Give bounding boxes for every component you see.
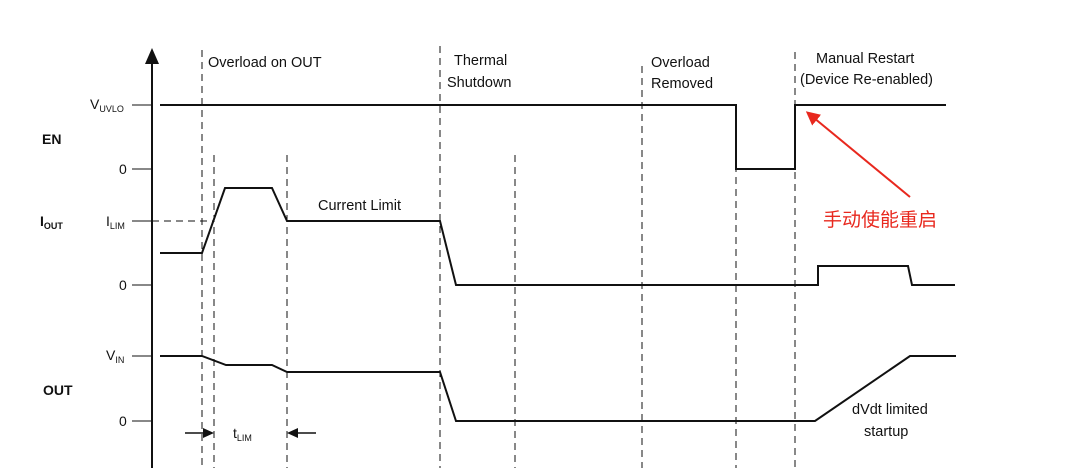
event-label-removed-1: Overload <box>651 55 710 71</box>
level-label-vuvlo: VUVLO <box>90 96 124 114</box>
tlim-right-arrow <box>287 428 316 438</box>
signal-label-out: OUT <box>43 382 73 398</box>
event-label-thermal-2: Shutdown <box>447 75 512 91</box>
level-label-iout-zero: 0 <box>119 277 127 293</box>
signal-label-en: EN <box>42 131 61 147</box>
event-label-removed-2: Removed <box>651 76 713 92</box>
event-label-thermal-1: Thermal <box>454 53 507 69</box>
iout-waveform <box>160 187 955 286</box>
annotation-dvdt-1: dVdt limited <box>852 402 928 418</box>
level-label-ilim: ILIM <box>106 213 125 231</box>
annotation-tlim: tLIM <box>233 425 252 443</box>
annotation-dvdt-2: startup <box>864 424 908 440</box>
annotation-manual-restart-cn: 手动使能重启 <box>823 209 937 231</box>
event-label-restart-1: Manual Restart <box>816 51 914 67</box>
event-label-overload: Overload on OUT <box>208 55 322 71</box>
tlim-left-arrow <box>185 428 214 438</box>
callout-arrow <box>805 111 911 198</box>
signal-label-iout: IOUT <box>40 213 63 231</box>
annotation-current-limit: Current Limit <box>318 198 401 214</box>
out-waveform <box>160 355 956 422</box>
level-label-out-zero: 0 <box>119 413 127 429</box>
axis-arrow-icon <box>145 48 159 64</box>
event-label-restart-2: (Device Re-enabled) <box>800 72 933 88</box>
level-label-en-zero: 0 <box>119 161 127 177</box>
level-label-vin: VIN <box>106 347 124 365</box>
en-waveform <box>160 104 946 170</box>
